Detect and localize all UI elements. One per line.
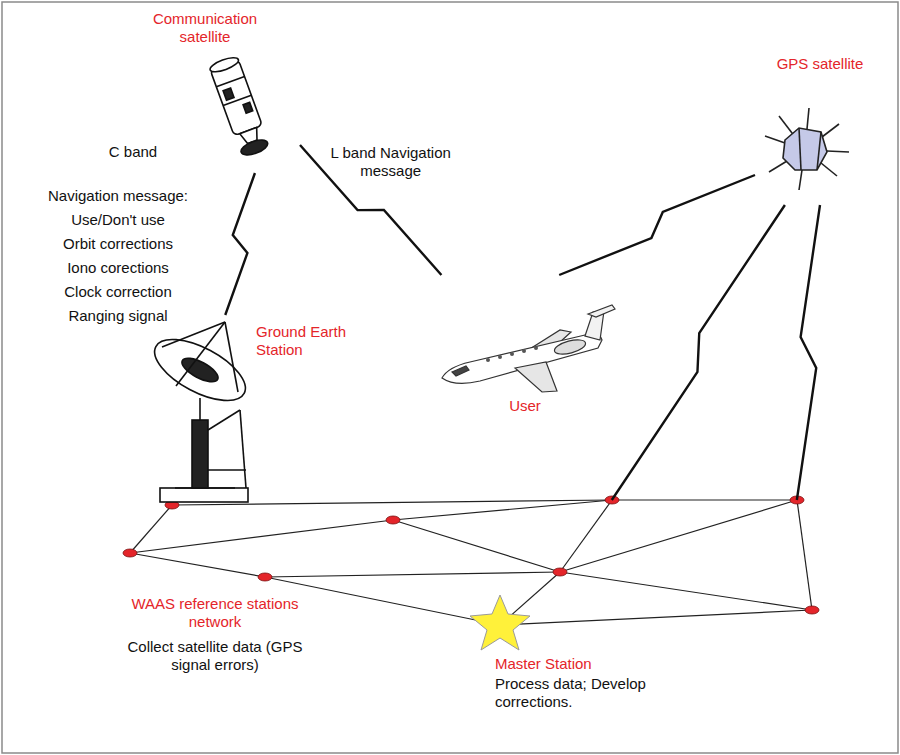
node-body: Collect satellite data (GPS signal error… (115, 638, 315, 674)
node-heading: WAAS reference stations network (115, 595, 315, 631)
link-label: L band Navigation message (306, 144, 476, 180)
master-star (470, 595, 530, 650)
node-body: Process data; Develop corrections. (495, 675, 650, 711)
business-jet (442, 305, 615, 392)
message-line: Use/Don't use (38, 211, 198, 229)
node-heading: User (485, 397, 565, 415)
node-heading: Master Station (495, 655, 645, 673)
message-line: Orbit corrections (38, 235, 198, 253)
dish-antenna (146, 322, 255, 502)
radio-link (559, 175, 755, 275)
lightning-line (559, 175, 755, 275)
node-heading: Communication satellite (130, 10, 280, 46)
message-line: Ranging signal (38, 307, 198, 325)
message-line: Navigation message: (38, 187, 198, 205)
station-label: Ground Earth Station (150, 315, 365, 440)
node-heading: Ground Earth Station (256, 323, 364, 359)
lightning-line (797, 205, 820, 500)
master-label: Master StationProcess data; Develop corr… (455, 600, 655, 715)
lightning-line (612, 205, 785, 500)
radio-link (225, 173, 255, 315)
satellite-label: GPS satellite (755, 55, 885, 205)
radio-link (612, 205, 785, 500)
radio-link (797, 205, 820, 500)
message-line: Iono corections (38, 259, 198, 277)
user-label: User (430, 275, 620, 420)
network-label: WAAS reference stations networkCollect s… (115, 500, 835, 690)
message-line: Clock correction (38, 283, 198, 301)
gps-satellite (765, 108, 849, 190)
node-heading: GPS satellite (755, 55, 885, 73)
band-label: C band (83, 143, 183, 161)
lightning-line (225, 173, 255, 315)
communication-satellite (208, 55, 270, 158)
